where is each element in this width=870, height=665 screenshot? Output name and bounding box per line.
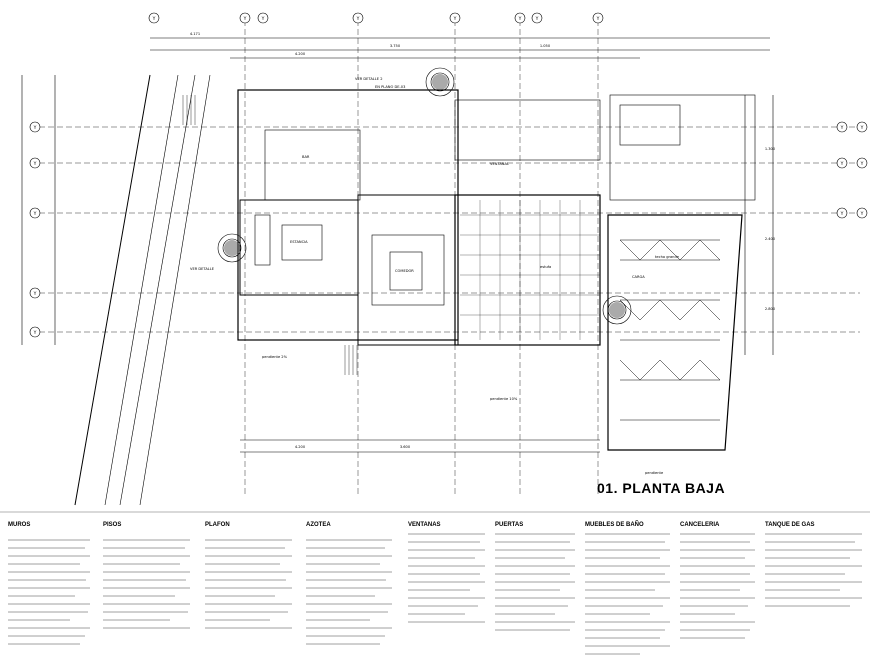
detail-ref-label: VER DETALLE 2 — [355, 77, 382, 81]
slope-label: pendiente 2% — [262, 355, 288, 359]
grid-bubble-label: Y — [356, 16, 360, 22]
grid-bubble-label: Y — [860, 125, 864, 131]
grid-bubble-label: Y — [860, 161, 864, 167]
drawing-title: 01. PLANTA BAJA — [597, 480, 726, 496]
dimension-text: 1.050 — [540, 44, 551, 48]
slope-label: pendiente 10% — [490, 397, 518, 401]
grid-bubble-label: Y — [33, 211, 37, 217]
grid-bubble-label: Y — [33, 291, 37, 297]
legend-header-ceiling: PLAFON — [205, 522, 230, 528]
grid-bubble-label: Y — [535, 16, 539, 22]
grid-bubble-label: Y — [243, 16, 247, 22]
grid-bubble-label: Y — [33, 125, 37, 131]
dimension-text: 4.200 — [295, 52, 306, 56]
dimension-text: 2.400 — [765, 237, 776, 241]
legend-header-doors: PUERTAS — [495, 522, 523, 528]
legend-header-glazing: CANCELERIA — [680, 522, 720, 528]
grid-bubble-label: Y — [840, 211, 844, 217]
grid-bubble-label: Y — [518, 16, 522, 22]
legend-header-bath-fixtures: MUEBLES DE BAÑO — [585, 521, 644, 528]
dimension-text: 1.300 — [765, 147, 776, 151]
legend-header-floors: PISOS — [103, 522, 121, 528]
detail-ref-plan-label: EN PLANO DE-03 — [375, 85, 405, 89]
legend-header-gas-tank: TANQUE DE GAS — [765, 522, 815, 528]
slope-label: pendiente — [645, 471, 664, 475]
grid-bubble-label: Y — [596, 16, 600, 22]
legend-header-walls: MUROS — [8, 522, 30, 528]
dimension-text: 3.750 — [390, 44, 401, 48]
dimension-text: 4.200 — [295, 445, 306, 449]
dimension-text: 4.171 — [190, 32, 200, 36]
grid-bubble-label: Y — [261, 16, 265, 22]
grid-bubble-label: Y — [840, 161, 844, 167]
dimension-text: 3.600 — [400, 445, 411, 449]
grid-bubble-label: Y — [33, 330, 37, 336]
legend-header-roof: AZOTEA — [306, 522, 331, 528]
roof-label: techo grande — [655, 255, 680, 259]
grid-bubble-label: Y — [860, 211, 864, 217]
window-label: VENTANAL — [490, 162, 509, 166]
grid-bubble-label: Y — [33, 161, 37, 167]
grid-bubble-label: Y — [840, 125, 844, 131]
grid-bubble-label: Y — [152, 16, 156, 22]
dimension-text: 2.800 — [765, 307, 776, 311]
kitchen-label: estufa — [540, 265, 551, 269]
detail-ref-label: VER DETALLE — [190, 267, 215, 271]
room-label-estancia: ESTANCIA — [290, 240, 308, 244]
legend-header-windows: VENTANAS — [408, 522, 441, 528]
room-label-comedor: COMEDOR — [395, 269, 414, 273]
grid-bubble-label: Y — [453, 16, 457, 22]
room-label-bar: BAR — [302, 155, 310, 159]
loading-label: CARGA — [632, 275, 645, 279]
